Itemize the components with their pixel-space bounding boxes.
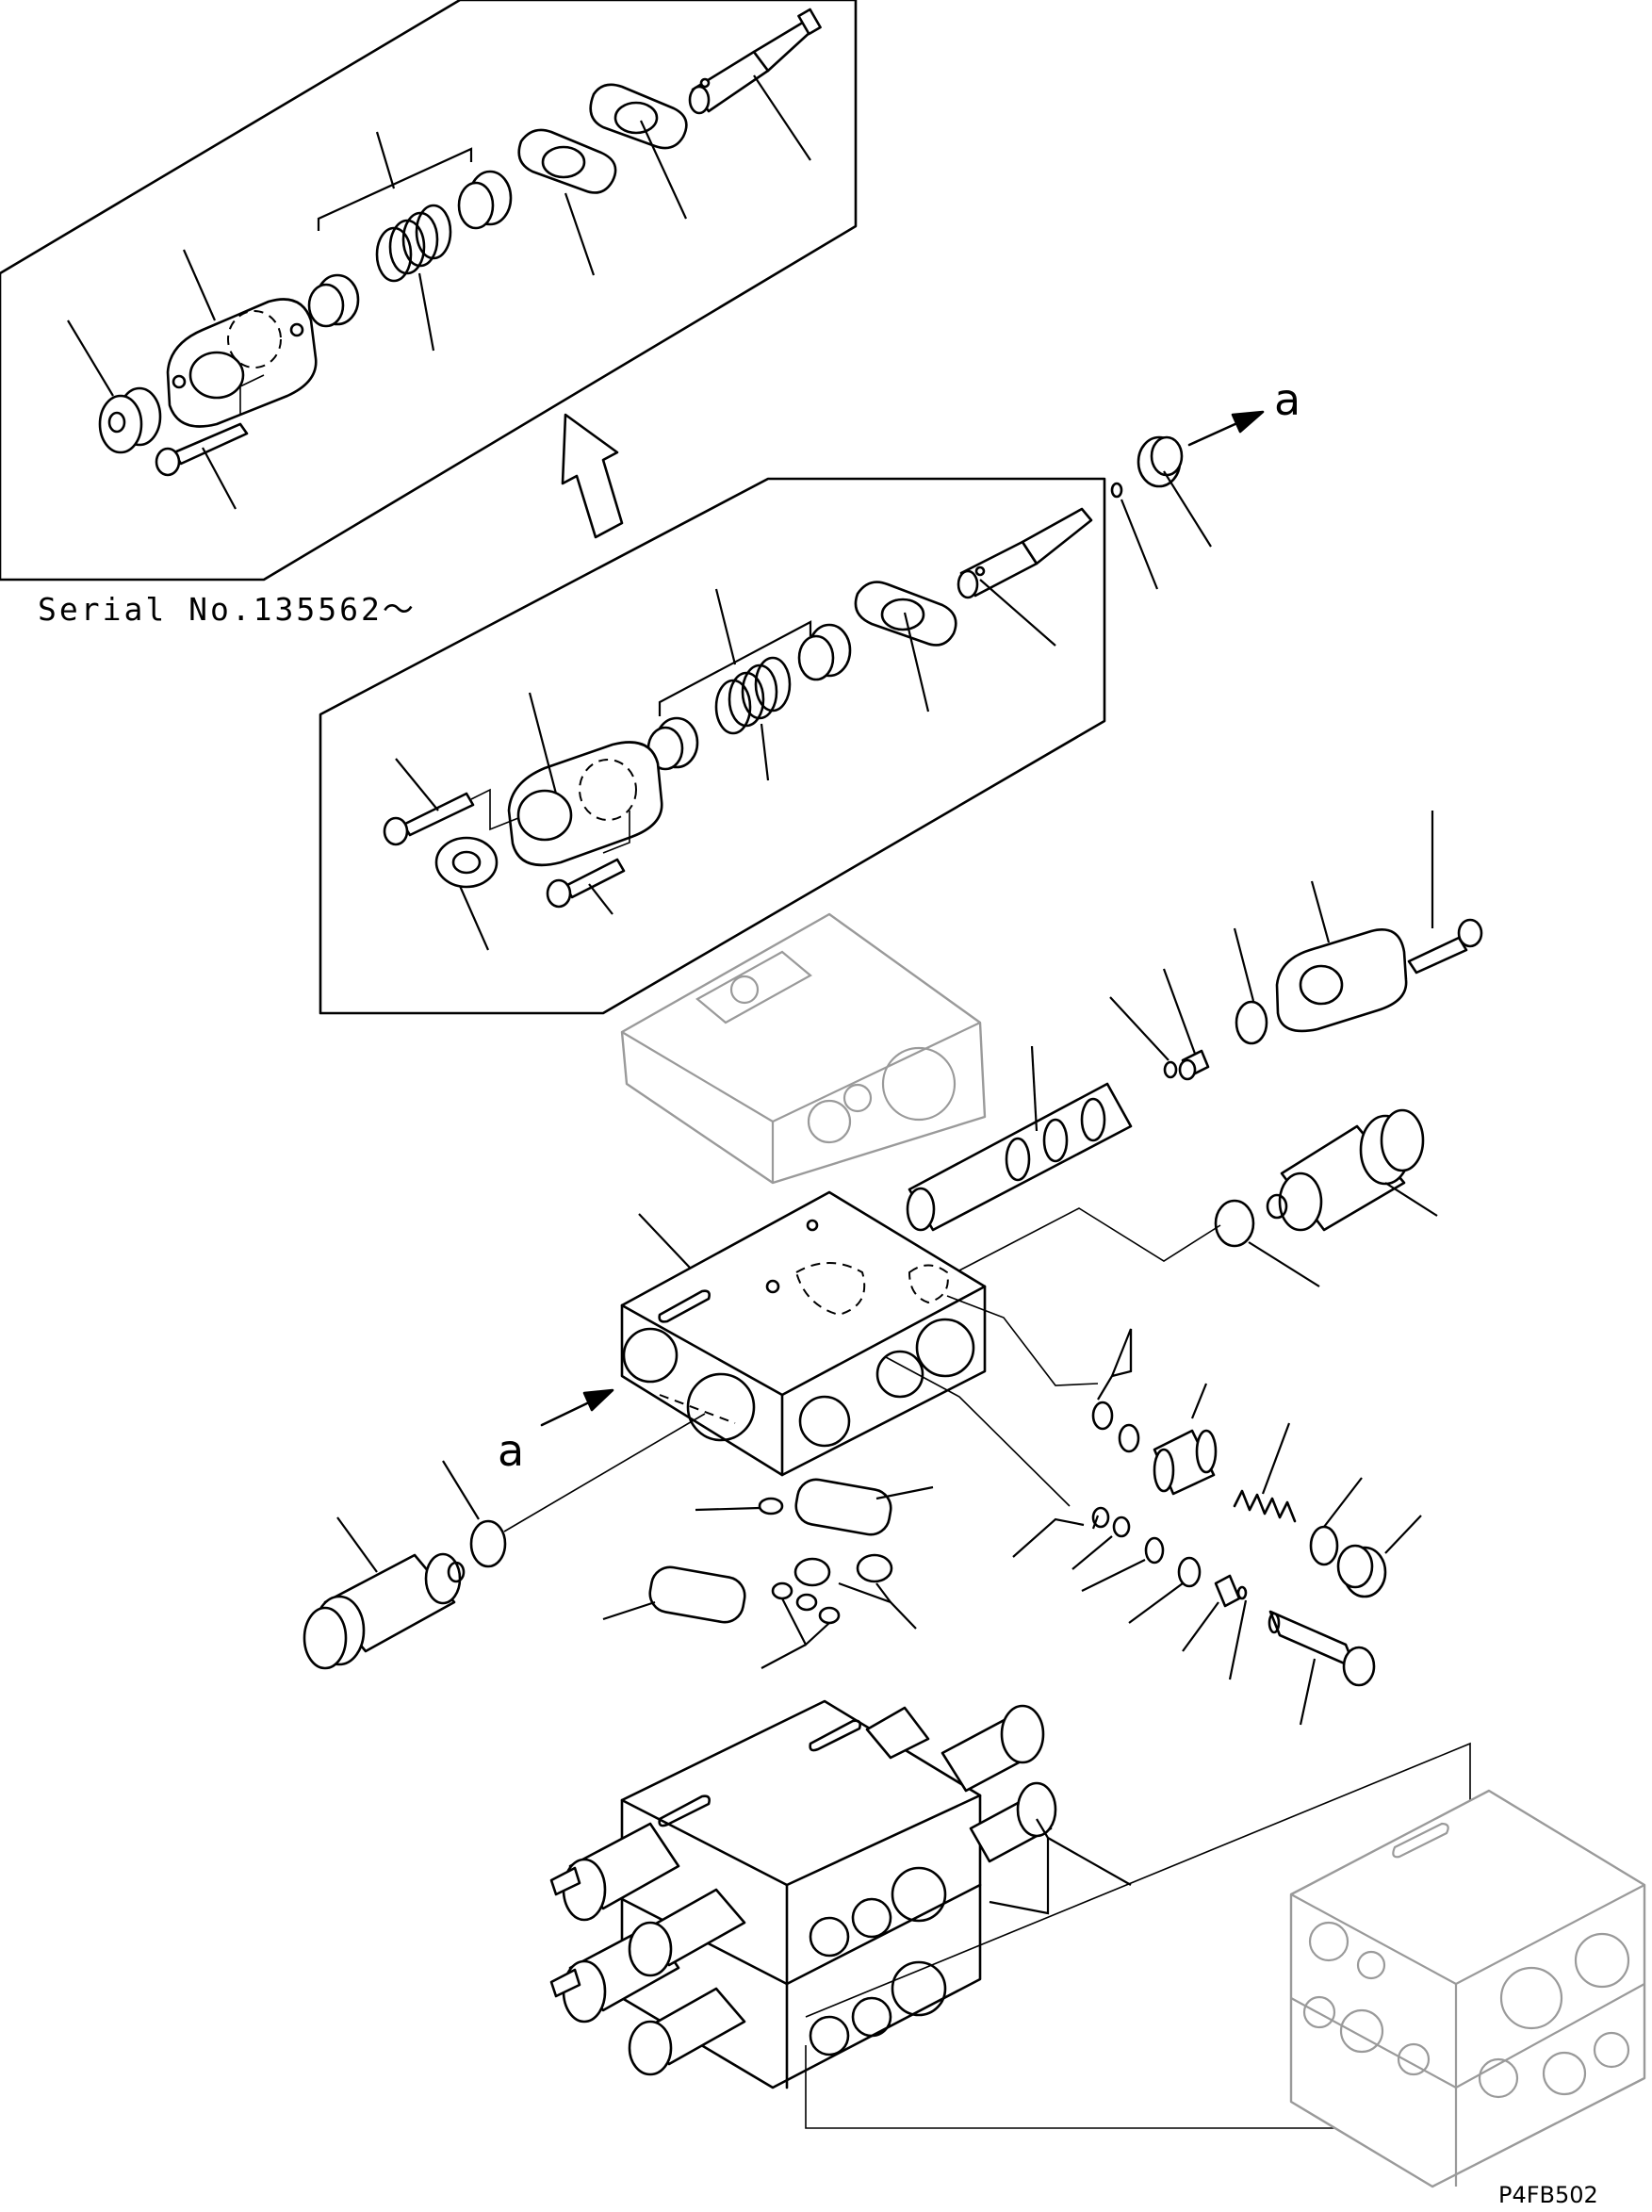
inset-spool (688, 8, 822, 115)
std-bolt-2 (546, 858, 626, 909)
serial-number-note: Serial No.135562～ (38, 591, 417, 628)
inset-bushing-upper (457, 170, 513, 230)
main-spool (906, 1082, 1133, 1232)
inset-bushing-lower (307, 273, 360, 328)
view-a-label-top: a (1274, 374, 1300, 425)
reference-housing-ghost-upper (620, 912, 987, 1185)
check-poppet (1214, 1574, 1248, 1608)
oring-relief-right (1214, 1199, 1255, 1248)
valve-body (620, 1190, 987, 1477)
standard-inset (319, 477, 1106, 1015)
view-a-seal (1110, 410, 1265, 590)
cover-bolt (1407, 918, 1483, 975)
view-a-arrow-bottom (540, 1388, 614, 1427)
seal-kit (602, 1478, 934, 1669)
spool-plug (1163, 1049, 1210, 1081)
inset-gasket-1 (589, 83, 688, 150)
plug-right (1153, 1429, 1218, 1496)
reference-housing-ghost-lower (1289, 1789, 1646, 2188)
oring-spool (1235, 1000, 1268, 1045)
std-spring (714, 656, 792, 735)
std-bolt-1 (383, 792, 475, 846)
assembly-direction-arrow (561, 413, 624, 539)
std-spool (957, 507, 1093, 599)
spring-right (1233, 1489, 1297, 1523)
drawing-code: P4FB502 (1498, 2182, 1598, 2208)
relief-valve-right (1266, 1108, 1425, 1232)
serial-variant-inset (0, 0, 858, 582)
inset-spring (375, 204, 452, 283)
spool-cover (1275, 928, 1408, 1033)
oring-relief-left (469, 1519, 507, 1568)
inset-gasket-2 (517, 128, 617, 194)
std-washer (434, 836, 499, 889)
inset-bolt (155, 422, 249, 477)
inset-cap (98, 386, 162, 454)
std-cover (507, 741, 663, 867)
inset-cover (166, 298, 318, 428)
relief-valve-left (303, 1552, 466, 1670)
view-a-label-bottom: a (498, 1425, 524, 1476)
cap-right (1336, 1544, 1387, 1598)
spool-small-right (1268, 1610, 1376, 1687)
std-bushing-upper (797, 623, 852, 681)
small-parts-right (1012, 1328, 1422, 1726)
assembled-valve-stack (549, 1699, 1057, 2089)
